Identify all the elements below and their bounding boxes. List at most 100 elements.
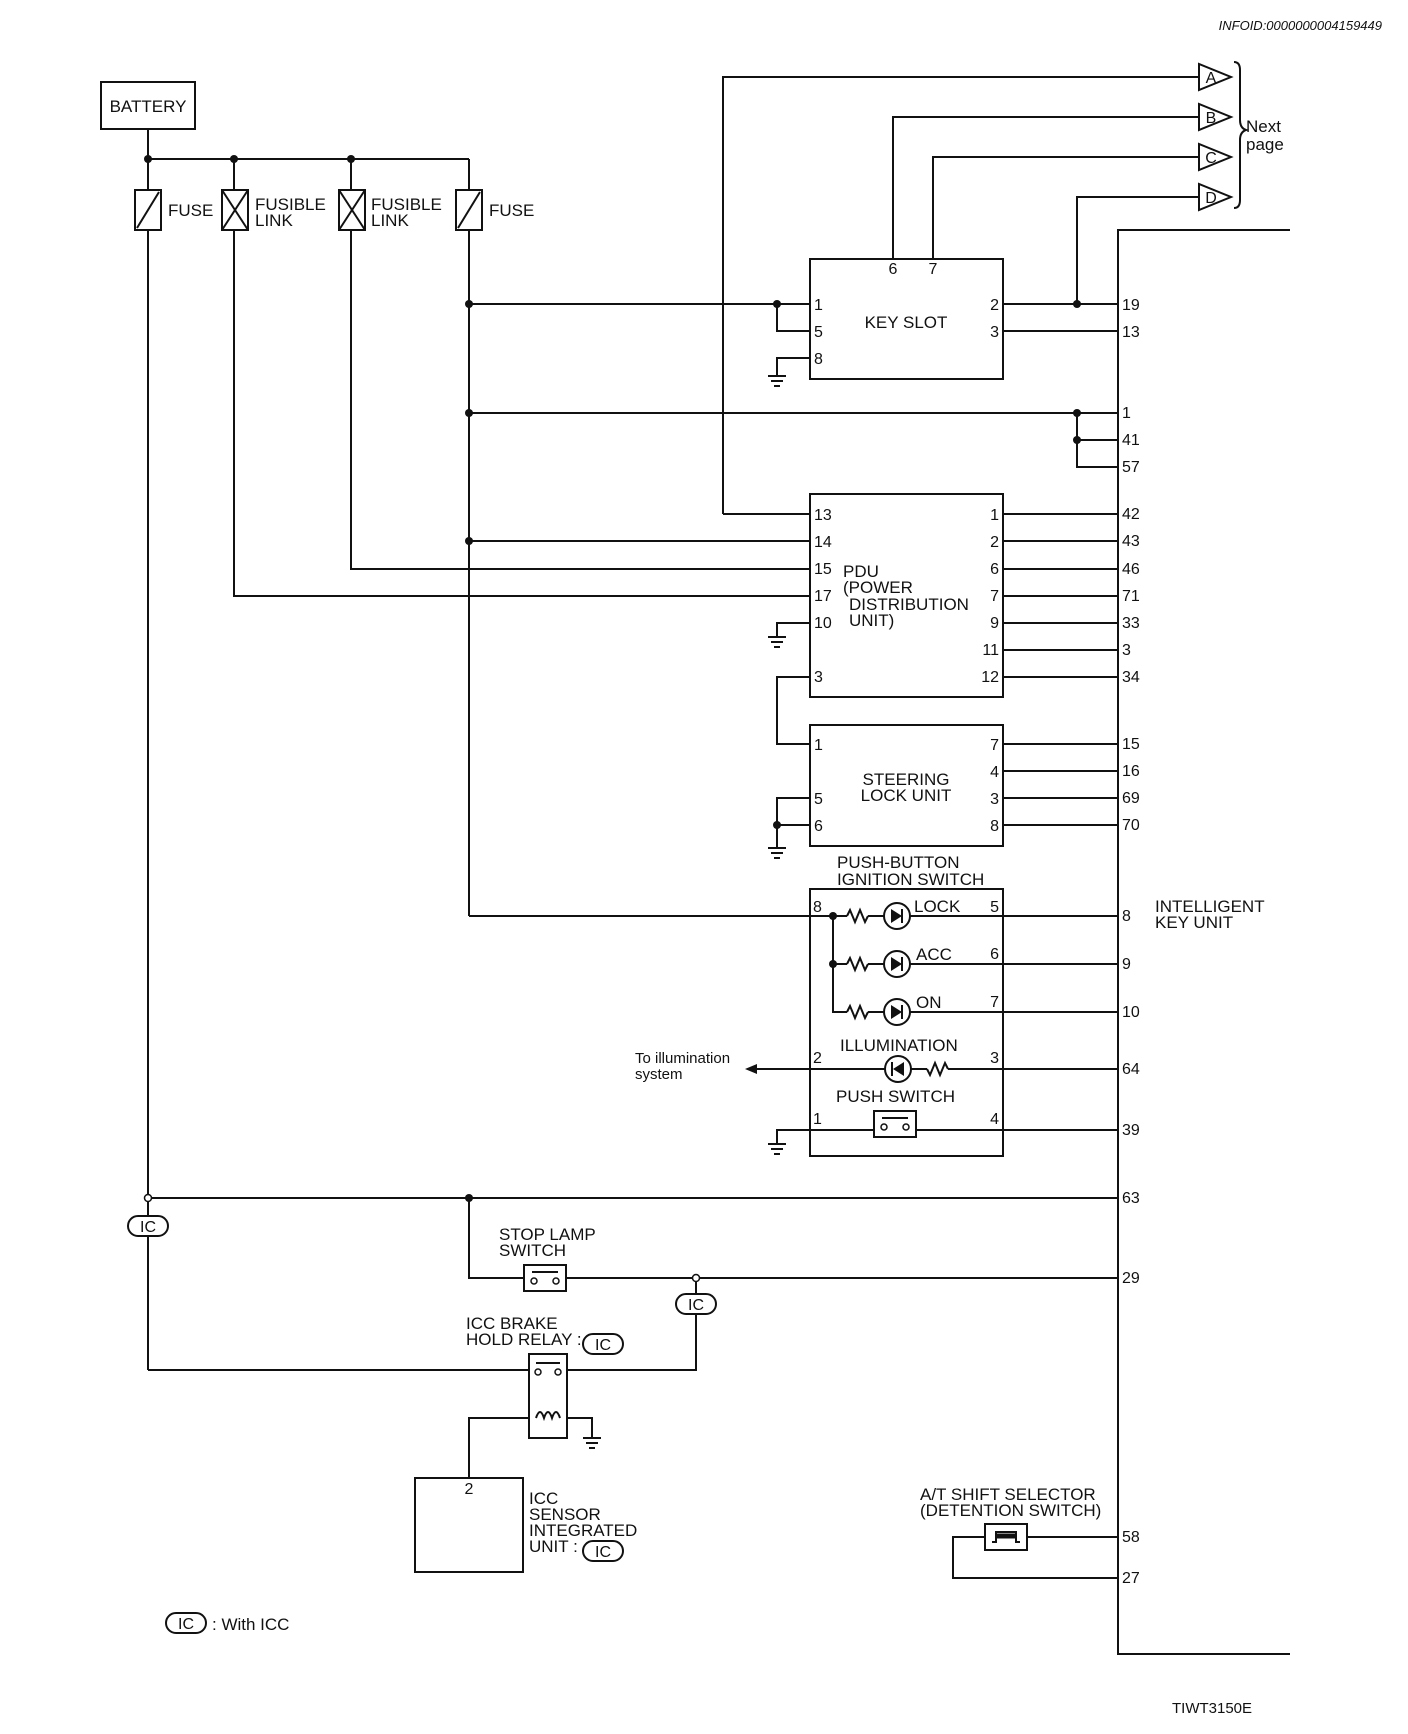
acc-led <box>883 950 911 978</box>
svg-text:7: 7 <box>929 261 938 278</box>
svg-text:3: 3 <box>1122 642 1131 659</box>
svg-text:34: 34 <box>1122 669 1140 686</box>
svg-text:58: 58 <box>1122 1529 1140 1546</box>
svg-text:6: 6 <box>814 818 823 835</box>
pdu: PDU (POWER DISTRIBUTION UNIT) 13 14 15 1… <box>809 493 1004 698</box>
battery: BATTERY <box>100 81 196 130</box>
fusible-link-1-label-2: LINK <box>255 211 293 230</box>
svg-text:1: 1 <box>1122 405 1131 422</box>
svg-text:8: 8 <box>814 351 823 368</box>
intelligent-key-unit: INTELLIGENT KEY UNIT 19 13 1 41 57 42 43… <box>1117 229 1290 1655</box>
svg-text:46: 46 <box>1122 561 1140 578</box>
icc-relay-label-2: HOLD RELAY : <box>466 1330 582 1349</box>
svg-text:9: 9 <box>990 615 999 632</box>
svg-text:8: 8 <box>1122 908 1131 925</box>
icc-brake-hold-relay <box>528 1353 568 1439</box>
svg-text:3: 3 <box>990 1050 999 1067</box>
svg-text:1: 1 <box>814 737 823 754</box>
svg-text:70: 70 <box>1122 817 1140 834</box>
svg-text:STEERING: STEERING <box>863 770 950 789</box>
fusible-link-2-label-1: FUSIBLE <box>371 195 442 214</box>
svg-text:64: 64 <box>1122 1061 1140 1078</box>
fusible-link-1 <box>221 189 249 231</box>
on-label: ON <box>916 993 942 1012</box>
next-page-label-1: Next <box>1246 117 1281 136</box>
svg-text:15: 15 <box>814 561 832 578</box>
svg-text:27: 27 <box>1122 1570 1140 1587</box>
lock-label: LOCK <box>914 897 961 916</box>
ic-badge-3: IC <box>582 1333 624 1355</box>
svg-text:C: C <box>1205 150 1217 167</box>
acc-label: ACC <box>916 945 952 964</box>
fuse-2-label: FUSE <box>489 201 534 220</box>
ground-push-switch <box>768 1143 786 1155</box>
connector-c: C <box>1198 142 1234 172</box>
steering-lock-unit: STEERING LOCK UNIT 1 5 6 7 4 3 8 <box>809 724 1004 847</box>
svg-text:IC: IC <box>688 1297 704 1314</box>
fusible-link-2-label-2: LINK <box>371 211 409 230</box>
legend-with-icc: : With ICC <box>212 1615 289 1634</box>
svg-text:B: B <box>1206 110 1217 127</box>
svg-text:7: 7 <box>990 737 999 754</box>
on-led <box>883 998 911 1026</box>
svg-text:29: 29 <box>1122 1270 1140 1287</box>
svg-text:5: 5 <box>814 324 823 341</box>
svg-text:3: 3 <box>990 791 999 808</box>
stop-lamp-switch <box>523 1264 567 1292</box>
svg-text:IC: IC <box>595 1337 611 1354</box>
svg-text:9: 9 <box>1122 956 1131 973</box>
battery-label: BATTERY <box>110 97 187 116</box>
svg-text:43: 43 <box>1122 533 1140 550</box>
to-illumination-1: To illumination <box>635 1050 730 1067</box>
icc-sensor-integrated-unit: 2 <box>414 1477 524 1573</box>
icc-sensor-label-1: ICC <box>529 1489 558 1508</box>
icc-sensor-label-3: INTEGRATED <box>529 1521 637 1540</box>
svg-text:19: 19 <box>1122 297 1140 314</box>
next-page-bracket <box>1233 61 1250 209</box>
detention-switch <box>984 1523 1028 1551</box>
key-slot-label: KEY SLOT <box>865 313 948 332</box>
svg-text:41: 41 <box>1122 432 1140 449</box>
svg-text:2: 2 <box>813 1050 822 1067</box>
svg-text:2: 2 <box>990 297 999 314</box>
svg-text:A: A <box>1206 70 1217 87</box>
svg-text:57: 57 <box>1122 459 1140 476</box>
ic-badge-2: IC <box>675 1293 717 1315</box>
icc-relay-label-1: ICC BRAKE <box>466 1314 558 1333</box>
svg-text:11: 11 <box>982 642 999 659</box>
svg-text:(POWER: (POWER <box>843 578 913 597</box>
legend: IC : With ICC <box>165 1612 289 1634</box>
svg-text:33: 33 <box>1122 615 1140 632</box>
fuse-2 <box>455 189 483 231</box>
ground-steering <box>768 847 786 859</box>
icc-sensor-label-2: SENSOR <box>529 1505 601 1524</box>
fuse-1-label: FUSE <box>168 201 213 220</box>
svg-text:15: 15 <box>1122 736 1140 753</box>
svg-text:PDU: PDU <box>843 562 879 581</box>
fuse-1 <box>134 189 162 231</box>
svg-text:LOCK UNIT: LOCK UNIT <box>861 786 952 805</box>
svg-text:14: 14 <box>814 534 832 551</box>
svg-text:6: 6 <box>990 946 999 963</box>
svg-text:6: 6 <box>990 561 999 578</box>
info-id: INFOID:0000000004159449 <box>1219 18 1382 33</box>
svg-text:IC: IC <box>595 1544 611 1561</box>
svg-text:12: 12 <box>981 669 999 686</box>
push-switch-symbol <box>873 1110 917 1138</box>
stop-lamp-label-1: STOP LAMP <box>499 1225 596 1244</box>
svg-text:D: D <box>1205 190 1217 207</box>
key-slot: KEY SLOT 6 7 1 5 8 2 3 <box>809 258 1004 380</box>
ic-badge-1: IC <box>127 1215 169 1237</box>
arrow-left-icon <box>745 1064 757 1074</box>
lock-led <box>883 902 911 930</box>
svg-text:1: 1 <box>814 297 823 314</box>
svg-text:17: 17 <box>814 588 832 605</box>
svg-text:13: 13 <box>1122 324 1140 341</box>
svg-text:16: 16 <box>1122 763 1140 780</box>
svg-text:5: 5 <box>814 791 823 808</box>
connector-a: A <box>1198 62 1234 92</box>
ground-keyslot <box>768 375 786 387</box>
svg-text:71: 71 <box>1122 588 1140 605</box>
push-switch-label: PUSH SWITCH <box>836 1087 955 1106</box>
svg-text:3: 3 <box>814 669 823 686</box>
